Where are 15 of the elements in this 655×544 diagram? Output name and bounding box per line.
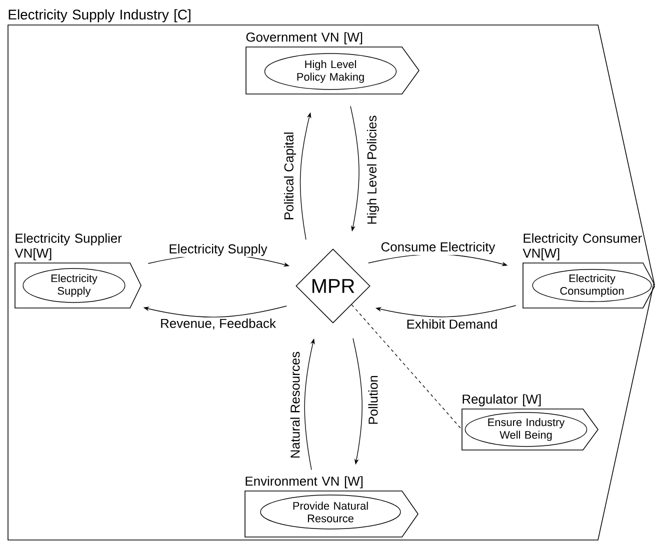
box-heading: Environment VN [W] [246, 476, 363, 488]
dashed-line [351, 304, 462, 430]
edge-label: Pollution [367, 374, 379, 426]
edge-label: Political Capital [282, 130, 298, 222]
box-heading: Regulator [W] [462, 394, 541, 406]
box-heading: Electricity Supplier VN[W] [14, 233, 122, 260]
frame-heading: Electricity Supply Industry [C] [8, 9, 190, 22]
edge-label: Exhibit Demand [405, 318, 499, 330]
edge-label: Revenue, Feedback [159, 317, 277, 330]
edge-label: High Level Policies [366, 114, 380, 226]
edge-label: Consume Electricity [380, 240, 496, 256]
edge-label: Natural Resources [289, 350, 301, 460]
box-heading: Electricity Consumer VN[W] [522, 233, 642, 260]
edge-label: Electricity Supply [168, 242, 268, 258]
box-heading: Government VN [W] [246, 32, 362, 44]
